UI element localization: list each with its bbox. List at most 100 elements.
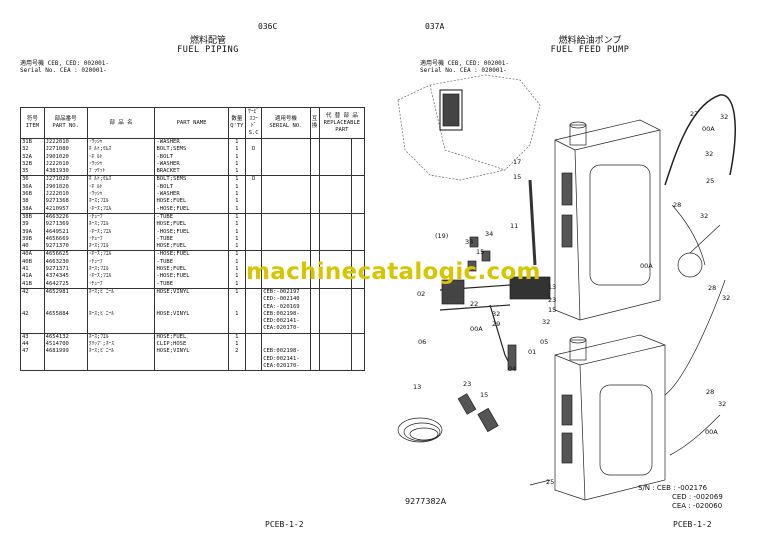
cell-sc xyxy=(245,212,263,222)
cell-jp: ﾎｰｽ;ﾌｴﾙ xyxy=(86,198,156,206)
cell-en: -WASHER xyxy=(154,160,229,169)
cell-en: HOSE;VINYL xyxy=(154,310,229,319)
cell-part: J222010 xyxy=(43,138,88,147)
cell-mark xyxy=(309,332,320,342)
cell-jp: ･ﾜｯｼｬ xyxy=(86,160,156,169)
cell-item: 47 xyxy=(20,348,45,356)
cell-part: 4656669 xyxy=(43,235,88,244)
cell-part: 4649521 xyxy=(43,228,88,236)
table-row: CED:002141- xyxy=(20,355,365,363)
cell-rpart xyxy=(318,221,353,229)
cell-item: 40A xyxy=(20,250,45,259)
cell-serial: CEB:-002197 xyxy=(261,287,311,297)
cell-jp: ﾎｰｽ;ﾌｴﾙ xyxy=(86,221,156,229)
cell-item: 38B xyxy=(20,212,45,222)
cell-rpart xyxy=(318,183,353,192)
cell-rqty xyxy=(351,212,365,222)
cell-mark xyxy=(309,280,320,289)
cell-item: 39A xyxy=(20,228,45,236)
cell-rpart xyxy=(318,355,353,363)
cell-jp: ･ﾎｰｽ;ﾌｴﾙ xyxy=(86,228,156,236)
cell-mark xyxy=(309,198,320,206)
cell-en: -BOLT xyxy=(154,183,229,192)
cell-mark xyxy=(309,221,320,229)
callout-00A-b: 00A xyxy=(640,262,653,270)
cell-en xyxy=(154,325,229,334)
cell-rqty xyxy=(351,228,365,236)
left-title-jp: 燃料配管 xyxy=(189,36,226,46)
cell-jp: ﾎｰｽ;ﾌｴﾙ xyxy=(86,243,156,251)
cell-rpart xyxy=(318,296,353,304)
cell-part: 4374345 xyxy=(43,273,88,281)
cell-en: HOSE;FUEL xyxy=(154,332,229,342)
left-applicability: 適用号機 CEB, CED: 002001- Serial No. CEA : … xyxy=(20,60,109,74)
cell-serial: CEB:002198- xyxy=(261,310,311,319)
cell-qty xyxy=(227,303,247,311)
cell-part: J901020 xyxy=(43,153,88,161)
cell-jp xyxy=(86,296,156,304)
cell-sc xyxy=(245,138,263,147)
cell-rqty xyxy=(351,280,365,289)
cell-qty: 1 xyxy=(227,287,247,297)
cell-part: J271080 xyxy=(43,146,88,154)
cell-mark xyxy=(309,303,320,311)
cell-rpart xyxy=(318,341,353,349)
left-footer: PCEB-1-2 xyxy=(265,520,304,529)
cell-item xyxy=(20,296,45,304)
callout-34: 34 xyxy=(485,230,494,238)
cell-part xyxy=(43,303,88,311)
cell-rqty xyxy=(351,175,365,184)
cell-part: 4681999 xyxy=(43,348,88,356)
callout-01: 01 xyxy=(528,348,537,356)
right-title-en: FUEL FEED PUMP xyxy=(550,45,630,55)
cell-sc xyxy=(245,303,263,311)
left-applic-en: Serial No. CEA : 020001- xyxy=(20,67,107,74)
cell-part xyxy=(43,325,88,334)
cell-qty: 1 xyxy=(227,332,247,342)
cell-en: -HOSE;FUEL xyxy=(154,205,229,214)
cell-en: HOSE;VINYL xyxy=(154,287,229,297)
cell-item: 36A xyxy=(20,183,45,192)
cell-part: J271020 xyxy=(43,175,88,184)
right-applicability: 適用号機 CEB, CED: 002001- Serial No. CEA : … xyxy=(420,60,509,74)
cell-mark xyxy=(309,183,320,192)
cell-en: HOSE;VINYL xyxy=(154,348,229,356)
cell-qty xyxy=(227,296,247,304)
cell-rpart xyxy=(318,266,353,274)
cell-jp: ･ﾎｰｽ;ﾌｴﾙ xyxy=(86,250,156,259)
callout-23-b: 23 xyxy=(463,380,472,388)
cell-rqty xyxy=(351,146,365,154)
cell-jp: ﾎｰｽ;ﾋﾞﾆｰﾙ xyxy=(86,348,156,356)
cell-jp: ･ﾁｭｰﾌﾞ xyxy=(86,280,156,289)
cell-jp: ･ﾁｭｰﾌﾞ xyxy=(86,258,156,267)
cell-sc xyxy=(245,325,263,334)
cell-rqty xyxy=(351,250,365,259)
cell-rqty xyxy=(351,287,365,297)
cell-sc: D xyxy=(245,175,263,184)
cell-en: BRACKET xyxy=(154,168,229,176)
cell-rqty xyxy=(351,332,365,342)
cell-en: -WASHER xyxy=(154,138,229,147)
cell-qty: 1 xyxy=(227,175,247,184)
cell-serial: CEA:020170- xyxy=(261,362,311,372)
cell-jp: ﾎｰｽ;ﾋﾞﾆｰﾙ xyxy=(86,287,156,297)
cell-serial: CEA:020170- xyxy=(261,325,311,334)
cell-jp xyxy=(86,362,156,372)
cell-rpart xyxy=(318,273,353,281)
cell-item: 31B xyxy=(20,138,45,147)
callout-00A-d: 00A xyxy=(705,428,718,436)
callout-33: 33 xyxy=(465,238,474,246)
cell-qty: 1 xyxy=(227,138,247,147)
header-mark: 互換 xyxy=(309,107,320,139)
